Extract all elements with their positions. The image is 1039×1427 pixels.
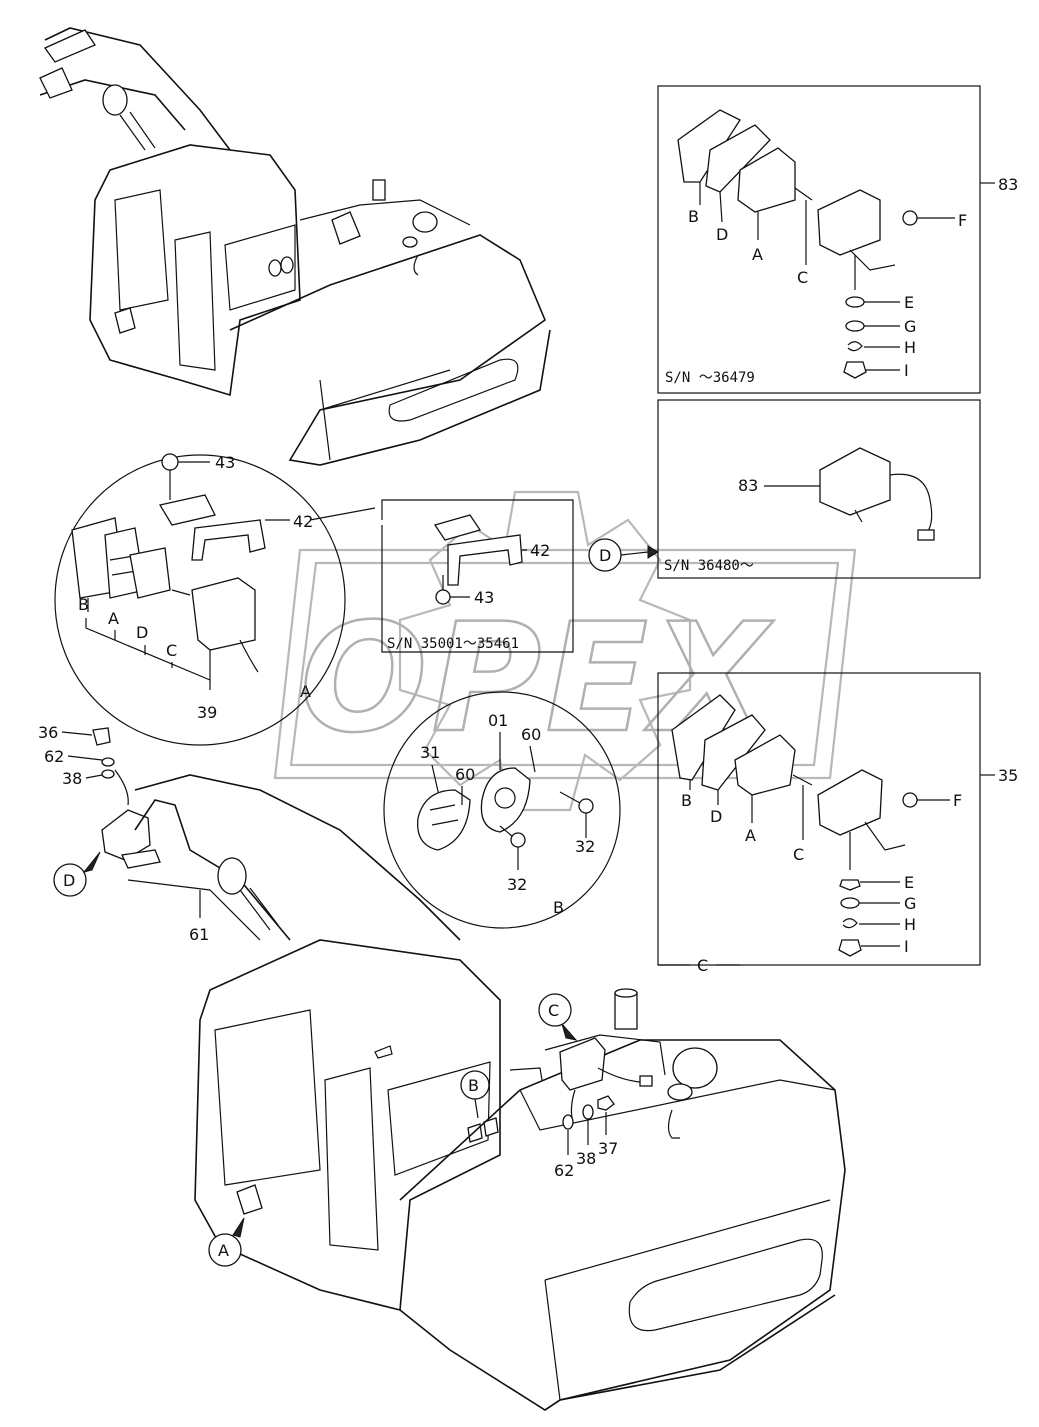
- part-label-36: 36: [38, 723, 58, 742]
- part-label-37: 37: [598, 1139, 618, 1158]
- letter-a-bottom: A: [745, 826, 756, 845]
- letter-f-bottom: F: [953, 791, 962, 810]
- callout-d-arrow: D: [588, 538, 659, 572]
- excavator-top: [39, 27, 551, 466]
- part-label-35: 35: [998, 766, 1018, 785]
- letter-i-bottom: I: [904, 937, 909, 956]
- letter-d-bottom: D: [710, 807, 722, 826]
- detail-box-83-late: 83 S/N 36480～: [657, 399, 981, 579]
- letter-g-bottom: G: [904, 894, 916, 913]
- letter-c-bottom: C: [793, 845, 804, 864]
- serial-mid-right: S/N 36480～: [664, 558, 754, 574]
- letter-b-top: B: [688, 207, 699, 226]
- letter-e-bottom: E: [904, 873, 914, 892]
- letter-a-circle: A: [300, 682, 311, 701]
- part-label-42-left: 42: [293, 512, 313, 531]
- part-label-39: 39: [197, 703, 217, 722]
- part-label-31: 31: [420, 743, 440, 762]
- letter-b-circle-label: B: [553, 898, 564, 917]
- part-label-60-right: 60: [521, 725, 541, 744]
- boom-light: 36 62 38 D: [38, 723, 161, 897]
- letter-a-circle-part: A: [108, 609, 119, 628]
- letter-f-top: F: [958, 211, 967, 230]
- excavator-bottom: 61 B A C 62: [127, 774, 846, 1411]
- letter-a-top: A: [752, 245, 763, 264]
- letter-c-circle: C: [166, 641, 177, 660]
- part-label-01: 01: [488, 711, 508, 730]
- part-label-42-center: 42: [530, 541, 550, 560]
- detail-box-35: 35 F B D A C E G H I C: [657, 672, 1018, 975]
- letter-c-top: C: [797, 268, 808, 287]
- letter-b-bottom: B: [681, 791, 692, 810]
- letter-g-top: G: [904, 317, 916, 336]
- letter-h-bottom: H: [904, 915, 916, 934]
- part-label-60-left: 60: [455, 765, 475, 784]
- letter-e-top: E: [904, 293, 914, 312]
- letter-d-circle: D: [136, 623, 148, 642]
- letter-d-mid: D: [599, 546, 611, 565]
- part-label-38-bottom: 38: [576, 1149, 596, 1168]
- part-label-83-mid: 83: [738, 476, 758, 495]
- letter-i-top: I: [904, 361, 909, 380]
- serial-center: S/N 35001～35461: [387, 636, 519, 652]
- serial-top-right: S/N ～36479: [665, 370, 755, 386]
- detail-box-83-early: 83 F B D A C E G H I S/N ～36479: [657, 85, 1018, 394]
- part-label-83-top: 83: [998, 175, 1018, 194]
- letter-b-excavator: B: [468, 1076, 479, 1095]
- letter-d-boom: D: [63, 871, 75, 890]
- letter-a-excavator: A: [218, 1241, 229, 1260]
- letter-h-top: H: [904, 338, 916, 357]
- letter-b-circle: B: [78, 595, 89, 614]
- detail-circle-b: B 31 60 01 60 32 32: [383, 691, 621, 929]
- part-label-43-center: 43: [474, 588, 494, 607]
- letter-c-box-label: C: [697, 956, 708, 975]
- letter-d-top: D: [716, 225, 728, 244]
- detail-box-bracket: 42 43 S/N 35001～35461: [381, 499, 574, 653]
- part-label-62-left: 62: [44, 747, 64, 766]
- part-label-62-bottom: 62: [554, 1161, 574, 1180]
- letter-c-excavator: C: [548, 1001, 559, 1020]
- part-label-61: 61: [189, 925, 209, 944]
- part-label-43-left: 43: [215, 453, 235, 472]
- part-label-32-bottom: 32: [507, 875, 527, 894]
- part-label-32-right: 32: [575, 837, 595, 856]
- detail-circle-a: A 43 42 B A D C 39: [54, 453, 376, 746]
- part-label-38-left: 38: [62, 769, 82, 788]
